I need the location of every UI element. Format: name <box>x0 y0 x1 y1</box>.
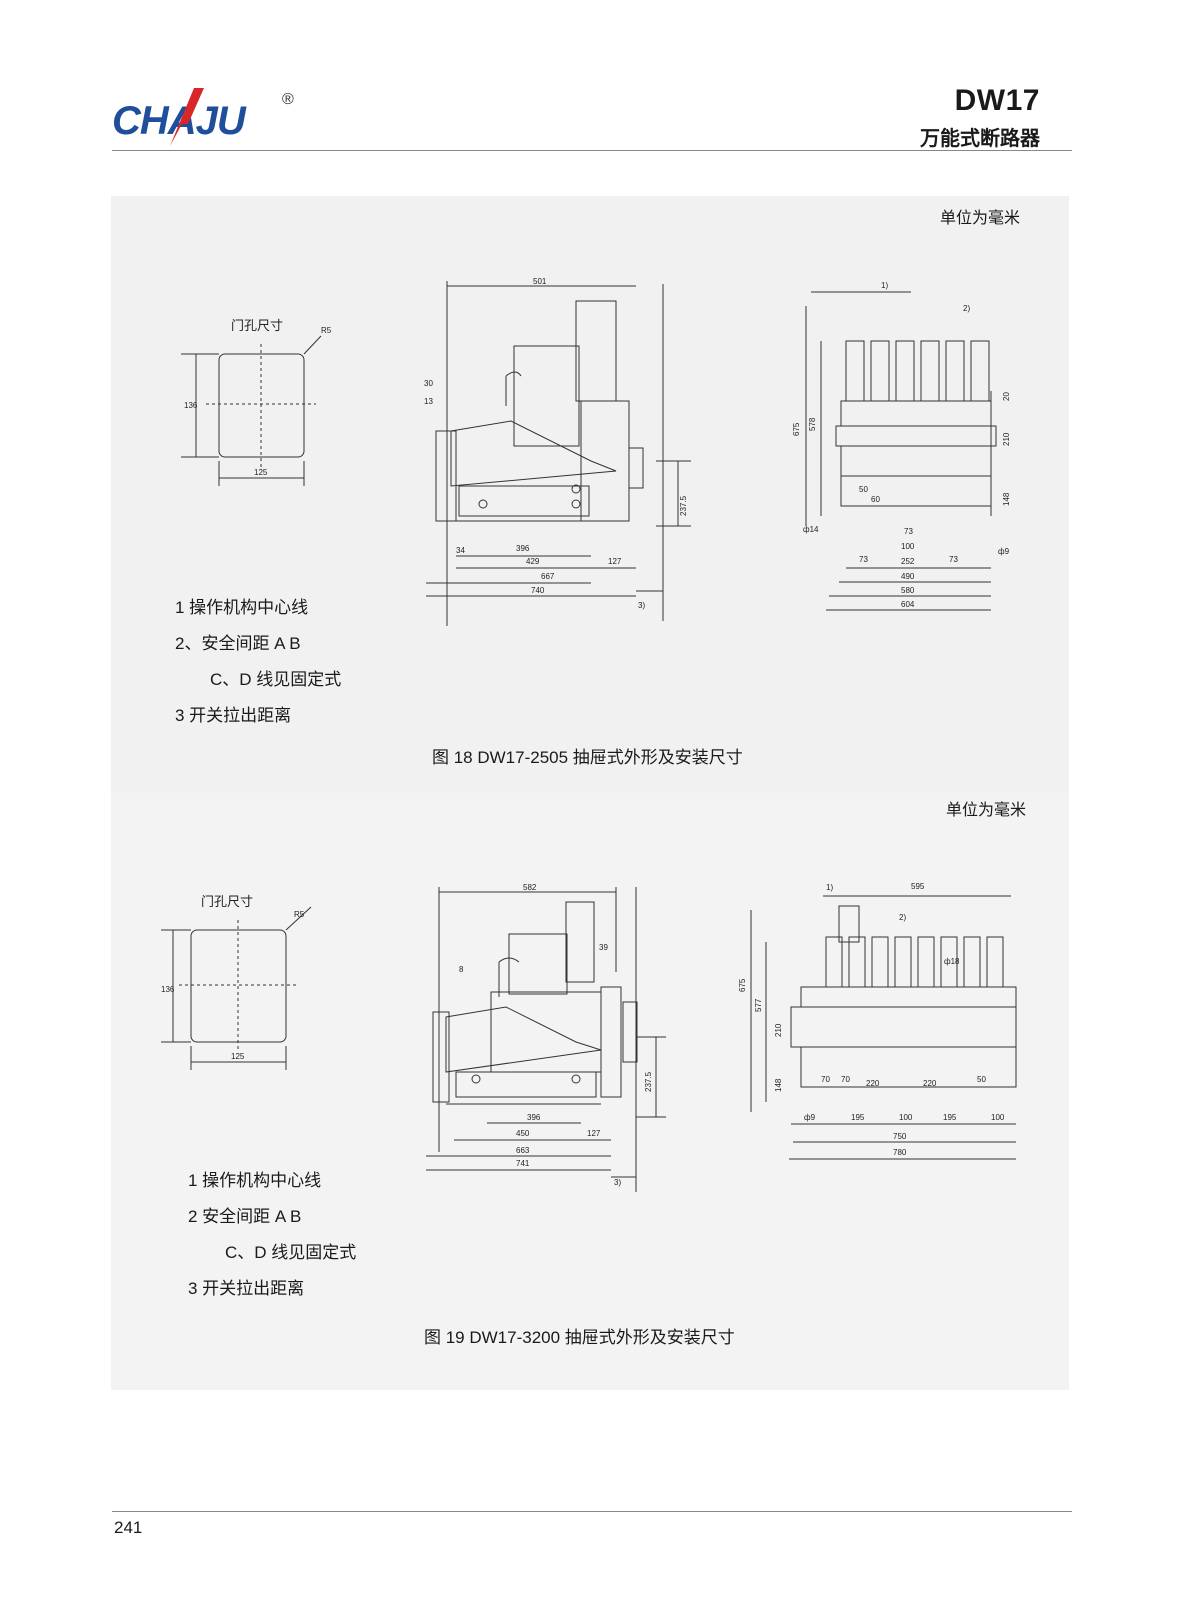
fig19-dim-237: 237.5 <box>644 1071 653 1092</box>
fig19-note-line-3: C、D 线见固定式 <box>225 1243 357 1262</box>
fig18-side-view: 501 30 13 237.5 34 396 429 127 66 <box>424 277 691 626</box>
page-number: 241 <box>114 1518 143 1537</box>
fig19-dim-148: 148 <box>774 1078 783 1092</box>
fig18-dim-667: 667 <box>541 572 555 581</box>
fig18-dim-252: 252 <box>901 557 915 566</box>
brand-logo: CHAJU ® <box>112 84 312 154</box>
fig18-dim-13: 13 <box>424 397 433 406</box>
fig19-side-view: 582 39 8 237.5 396 450 127 <box>426 883 666 1192</box>
fig19-dim-450: 450 <box>516 1129 530 1138</box>
fig19-dim-577: 577 <box>754 998 763 1012</box>
fig18-note-line-2: 2、安全间距 A B <box>175 634 301 653</box>
fig19-dim-8: 8 <box>459 965 464 974</box>
fig18-dim-20: 20 <box>1002 392 1011 401</box>
fig19-dim-195a: 195 <box>851 1113 865 1122</box>
fig18-dim-top: 501 <box>533 277 547 286</box>
fig18-dim-580: 580 <box>901 586 915 595</box>
fig19-dim-750: 750 <box>893 1132 907 1141</box>
fig18-dim-60: 60 <box>871 495 880 504</box>
fig18-door-r: R5 <box>321 326 332 335</box>
fig18-dim-30: 30 <box>424 379 433 388</box>
fig19-dim-top: 582 <box>523 883 537 892</box>
fig18-dim-740: 740 <box>531 586 545 595</box>
fig19-door-title: 门孔尺寸 <box>201 894 253 909</box>
fig18-dim-34: 34 <box>456 546 465 555</box>
fig19-note-line-2: 2 安全间距 A B <box>188 1207 302 1226</box>
fig18-dim-d9: ф9 <box>998 547 1010 556</box>
fig18-dim-50: 50 <box>859 485 868 494</box>
fig19-dim-70b: 70 <box>841 1075 850 1084</box>
fig19-dim-780: 780 <box>893 1148 907 1157</box>
fig18-dim-490: 490 <box>901 572 915 581</box>
fig19-note-2: 2) <box>899 913 906 922</box>
fig19-dim-d18: ф18 <box>944 957 960 966</box>
fig19-dim-3: 3) <box>614 1178 621 1187</box>
figure-18-drawings: 门孔尺寸 136 125 R5 501 <box>181 277 1011 626</box>
fig18-dim-210: 210 <box>1002 432 1011 446</box>
fig19-dim-595: 595 <box>911 882 925 891</box>
fig18-note-2: 2) <box>963 304 970 313</box>
fig19-dim-195b: 195 <box>943 1113 957 1122</box>
header-model: DW17 <box>954 84 1040 117</box>
brand-text: CHAJU <box>112 99 247 143</box>
fig18-dim-d14: ф14 <box>803 525 819 534</box>
fig19-dim-70a: 70 <box>821 1075 830 1084</box>
fig18-door-title: 门孔尺寸 <box>231 318 283 333</box>
fig19-door-w: 125 <box>231 1052 245 1061</box>
fig19-door-r: R5 <box>294 910 305 919</box>
fig19-note-1: 1) <box>826 883 833 892</box>
fig18-door-hole: 门孔尺寸 136 125 R5 <box>181 318 332 486</box>
footer-divider <box>112 1511 1072 1512</box>
fig19-dim-100b: 100 <box>991 1113 1005 1122</box>
fig18-front-view: 1) 2) 675 578 20 210 148 ф14 ф9 50 60 <box>792 281 1011 611</box>
figure-19-drawings: 门孔尺寸 136 125 R5 582 39 8 <box>161 882 1017 1192</box>
fig18-note-line-4: 3 开关拉出距离 <box>175 706 292 725</box>
fig18-dim-127: 127 <box>608 557 622 566</box>
fig19-dim-210: 210 <box>774 1023 783 1037</box>
fig19-dim-220a: 220 <box>866 1079 880 1088</box>
fig19-dim-100a: 100 <box>899 1113 913 1122</box>
fig18-note-line-1: 1 操作机构中心线 <box>175 598 309 617</box>
fig18-dim-237: 237.5 <box>679 495 688 516</box>
figure-19-unit: 单位为毫米 <box>946 802 1027 819</box>
figure-18-unit: 单位为毫米 <box>940 210 1021 227</box>
header-product-name: 万能式断路器 <box>920 128 1040 150</box>
fig18-dim-675: 675 <box>792 422 801 436</box>
fig19-front-view: 1) 595 2) ф18 675 577 210 148 70 70 220 <box>738 882 1017 1160</box>
fig19-dim-d9: ф9 <box>804 1113 816 1122</box>
fig18-dim-396: 396 <box>516 544 530 553</box>
fig18-dim-100: 100 <box>901 542 915 551</box>
fig18-caption: 图 18 DW17-2505 抽屉式外形及安装尺寸 <box>432 748 743 767</box>
fig18-dim-73b: 73 <box>859 555 868 564</box>
fig18-door-w: 125 <box>254 468 268 477</box>
fig19-dim-39: 39 <box>599 943 608 952</box>
fig19-door-h: 136 <box>161 985 175 994</box>
fig19-dim-220b: 220 <box>923 1079 937 1088</box>
logo-swoosh <box>170 88 204 146</box>
fig18-note-line-3: C、D 线见固定式 <box>210 670 342 689</box>
fig19-note-line-4: 3 开关拉出距离 <box>188 1279 305 1298</box>
fig18-dim-429: 429 <box>526 557 540 566</box>
fig19-caption: 图 19 DW17-3200 抽屉式外形及安装尺寸 <box>424 1328 735 1347</box>
fig19-dim-50: 50 <box>977 1075 986 1084</box>
fig19-dim-741: 741 <box>516 1159 530 1168</box>
fig18-dim-3: 3) <box>638 601 645 610</box>
fig18-dim-73c: 73 <box>949 555 958 564</box>
fig19-dim-127: 127 <box>587 1129 601 1138</box>
fig18-dim-73a: 73 <box>904 527 913 536</box>
fig19-door-hole: 门孔尺寸 136 125 R5 <box>161 894 312 1070</box>
fig19-dim-675: 675 <box>738 978 747 992</box>
fig19-dim-663: 663 <box>516 1146 530 1155</box>
fig18-note-1: 1) <box>881 281 888 290</box>
fig18-dim-604: 604 <box>901 600 915 609</box>
fig19-dim-396: 396 <box>527 1113 541 1122</box>
fig18-door-h: 136 <box>184 401 198 410</box>
header-divider <box>112 150 1072 151</box>
fig19-note-line-1: 1 操作机构中心线 <box>188 1171 322 1190</box>
registered-mark: ® <box>282 91 294 108</box>
fig18-dim-578: 578 <box>808 417 817 431</box>
figure-18-panel <box>111 196 1069 792</box>
fig18-dim-148: 148 <box>1002 492 1011 506</box>
